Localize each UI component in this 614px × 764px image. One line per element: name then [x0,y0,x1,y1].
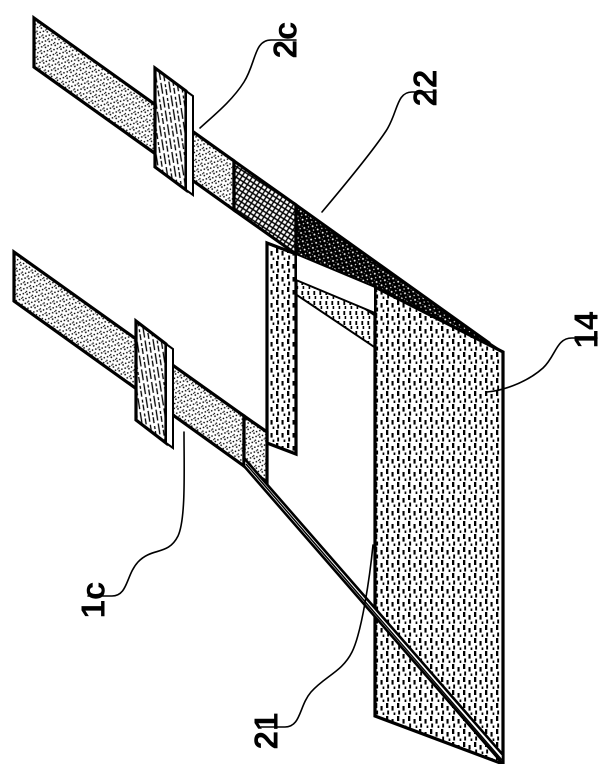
lower-fin-face [134,317,168,447]
lower-strip-assembly [12,248,269,486]
leader-line-21 [260,544,374,728]
leader-line-1c [87,431,186,597]
label-22: 22 [407,70,444,107]
label-2c: 2c [267,22,304,59]
upper-fin-side [185,89,194,197]
label-1c: 1c [75,582,112,619]
reference-labels: 2c 22 14 1c 21 [75,22,605,750]
film-layer-midline [245,463,503,761]
label-14: 14 [568,311,605,348]
leader-line-2c [199,39,297,129]
leader-line-14 [486,337,598,393]
panel-face-front [373,284,505,764]
panel-top-connector [295,252,376,315]
leader-line-22 [321,91,437,213]
lower-fin-side [165,342,174,450]
film-layer-21 [242,454,505,764]
panel-return-leg [265,240,298,457]
upper-fin-face [153,64,188,194]
label-21: 21 [248,713,285,750]
